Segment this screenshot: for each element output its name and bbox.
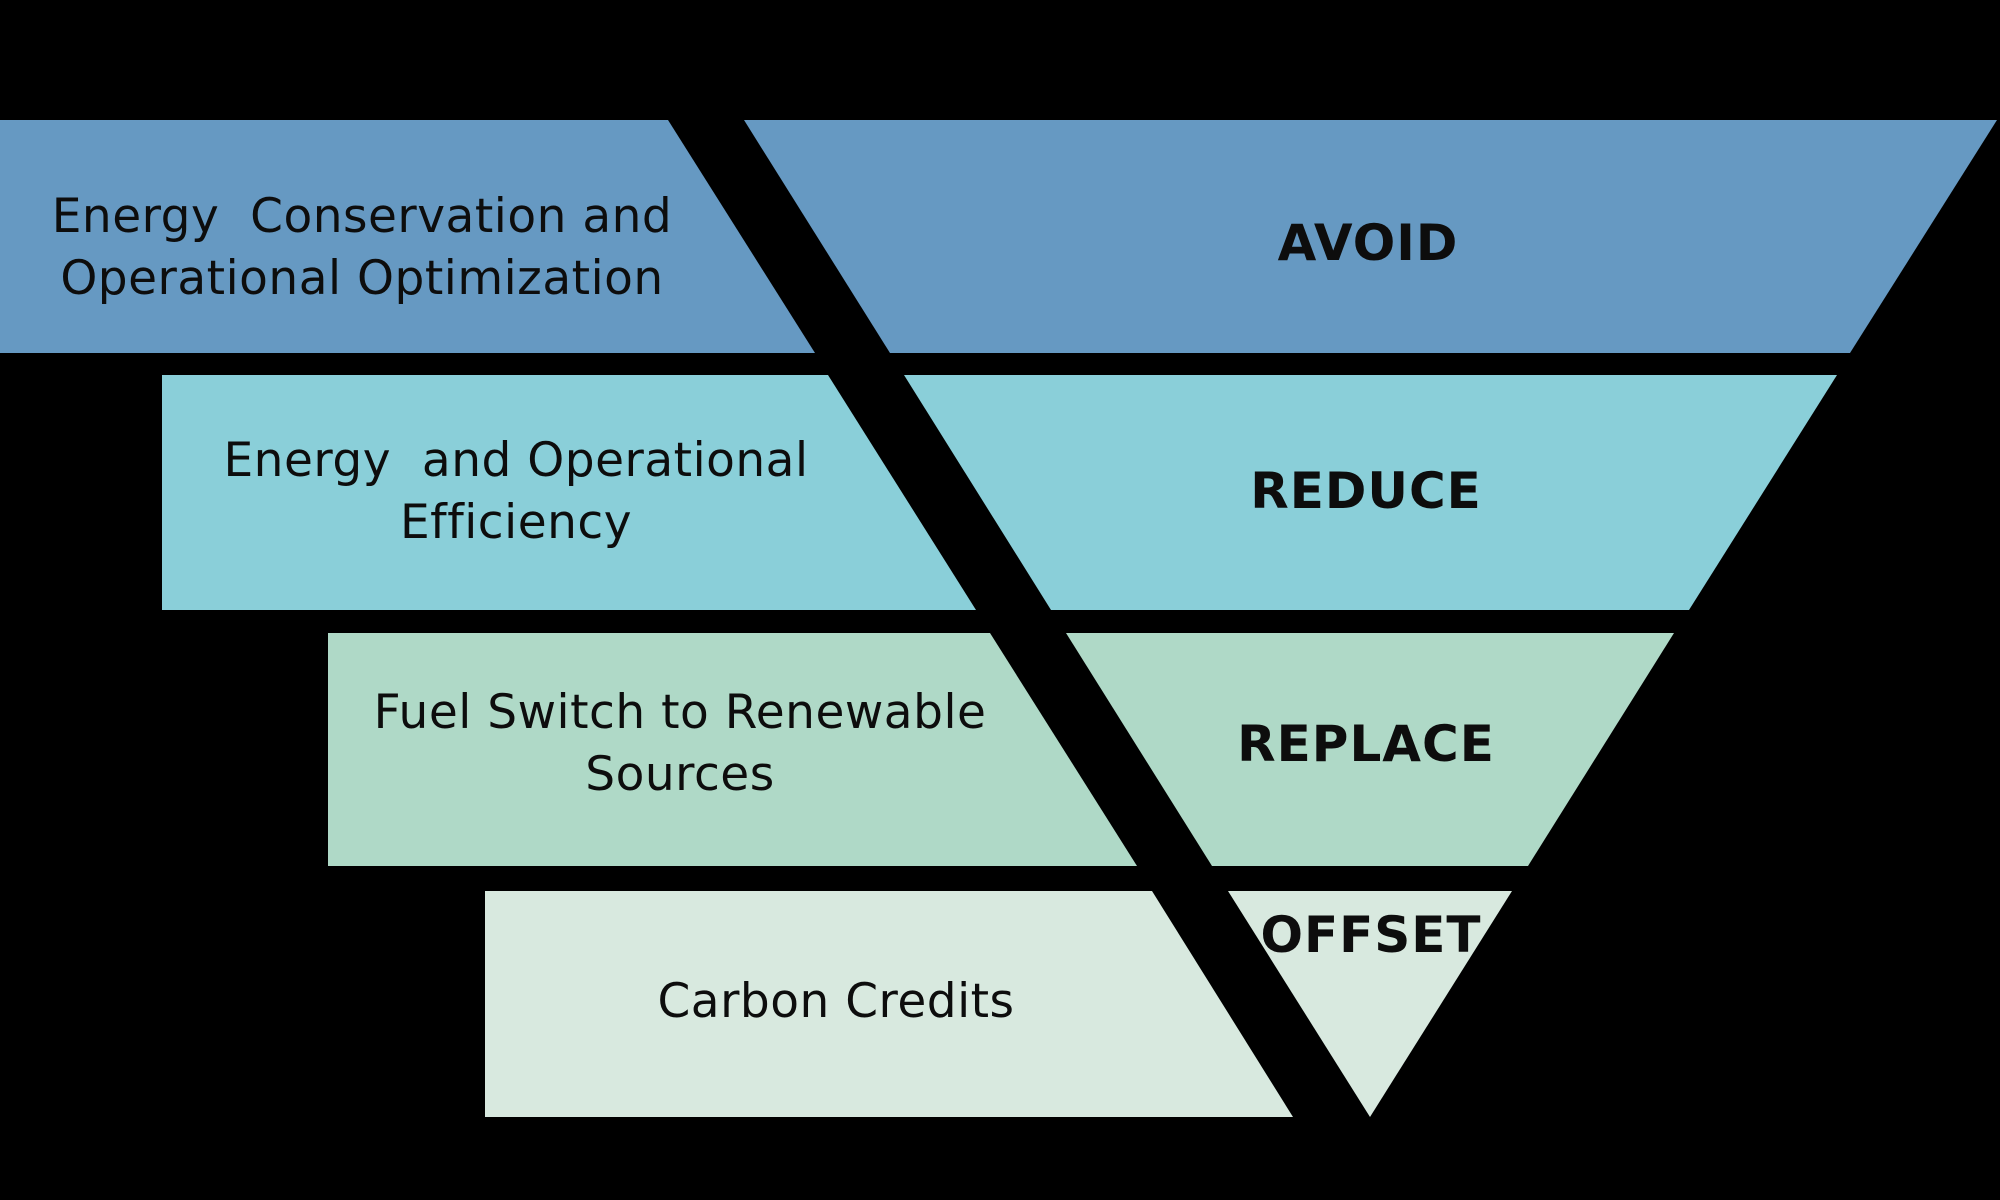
pyramid-slice-replace-shape	[1066, 633, 1674, 866]
label-box-replace-shape	[328, 633, 1137, 866]
pyramid-slice-avoid-shape	[744, 120, 1997, 353]
label-box-offset-shape	[485, 891, 1293, 1117]
pyramid-slice-reduce-shape	[904, 375, 1837, 610]
label-box-reduce-shape	[162, 375, 976, 610]
pyramid-slice-offset-shape	[1228, 891, 1512, 1117]
label-box-avoid-shape	[0, 120, 815, 353]
